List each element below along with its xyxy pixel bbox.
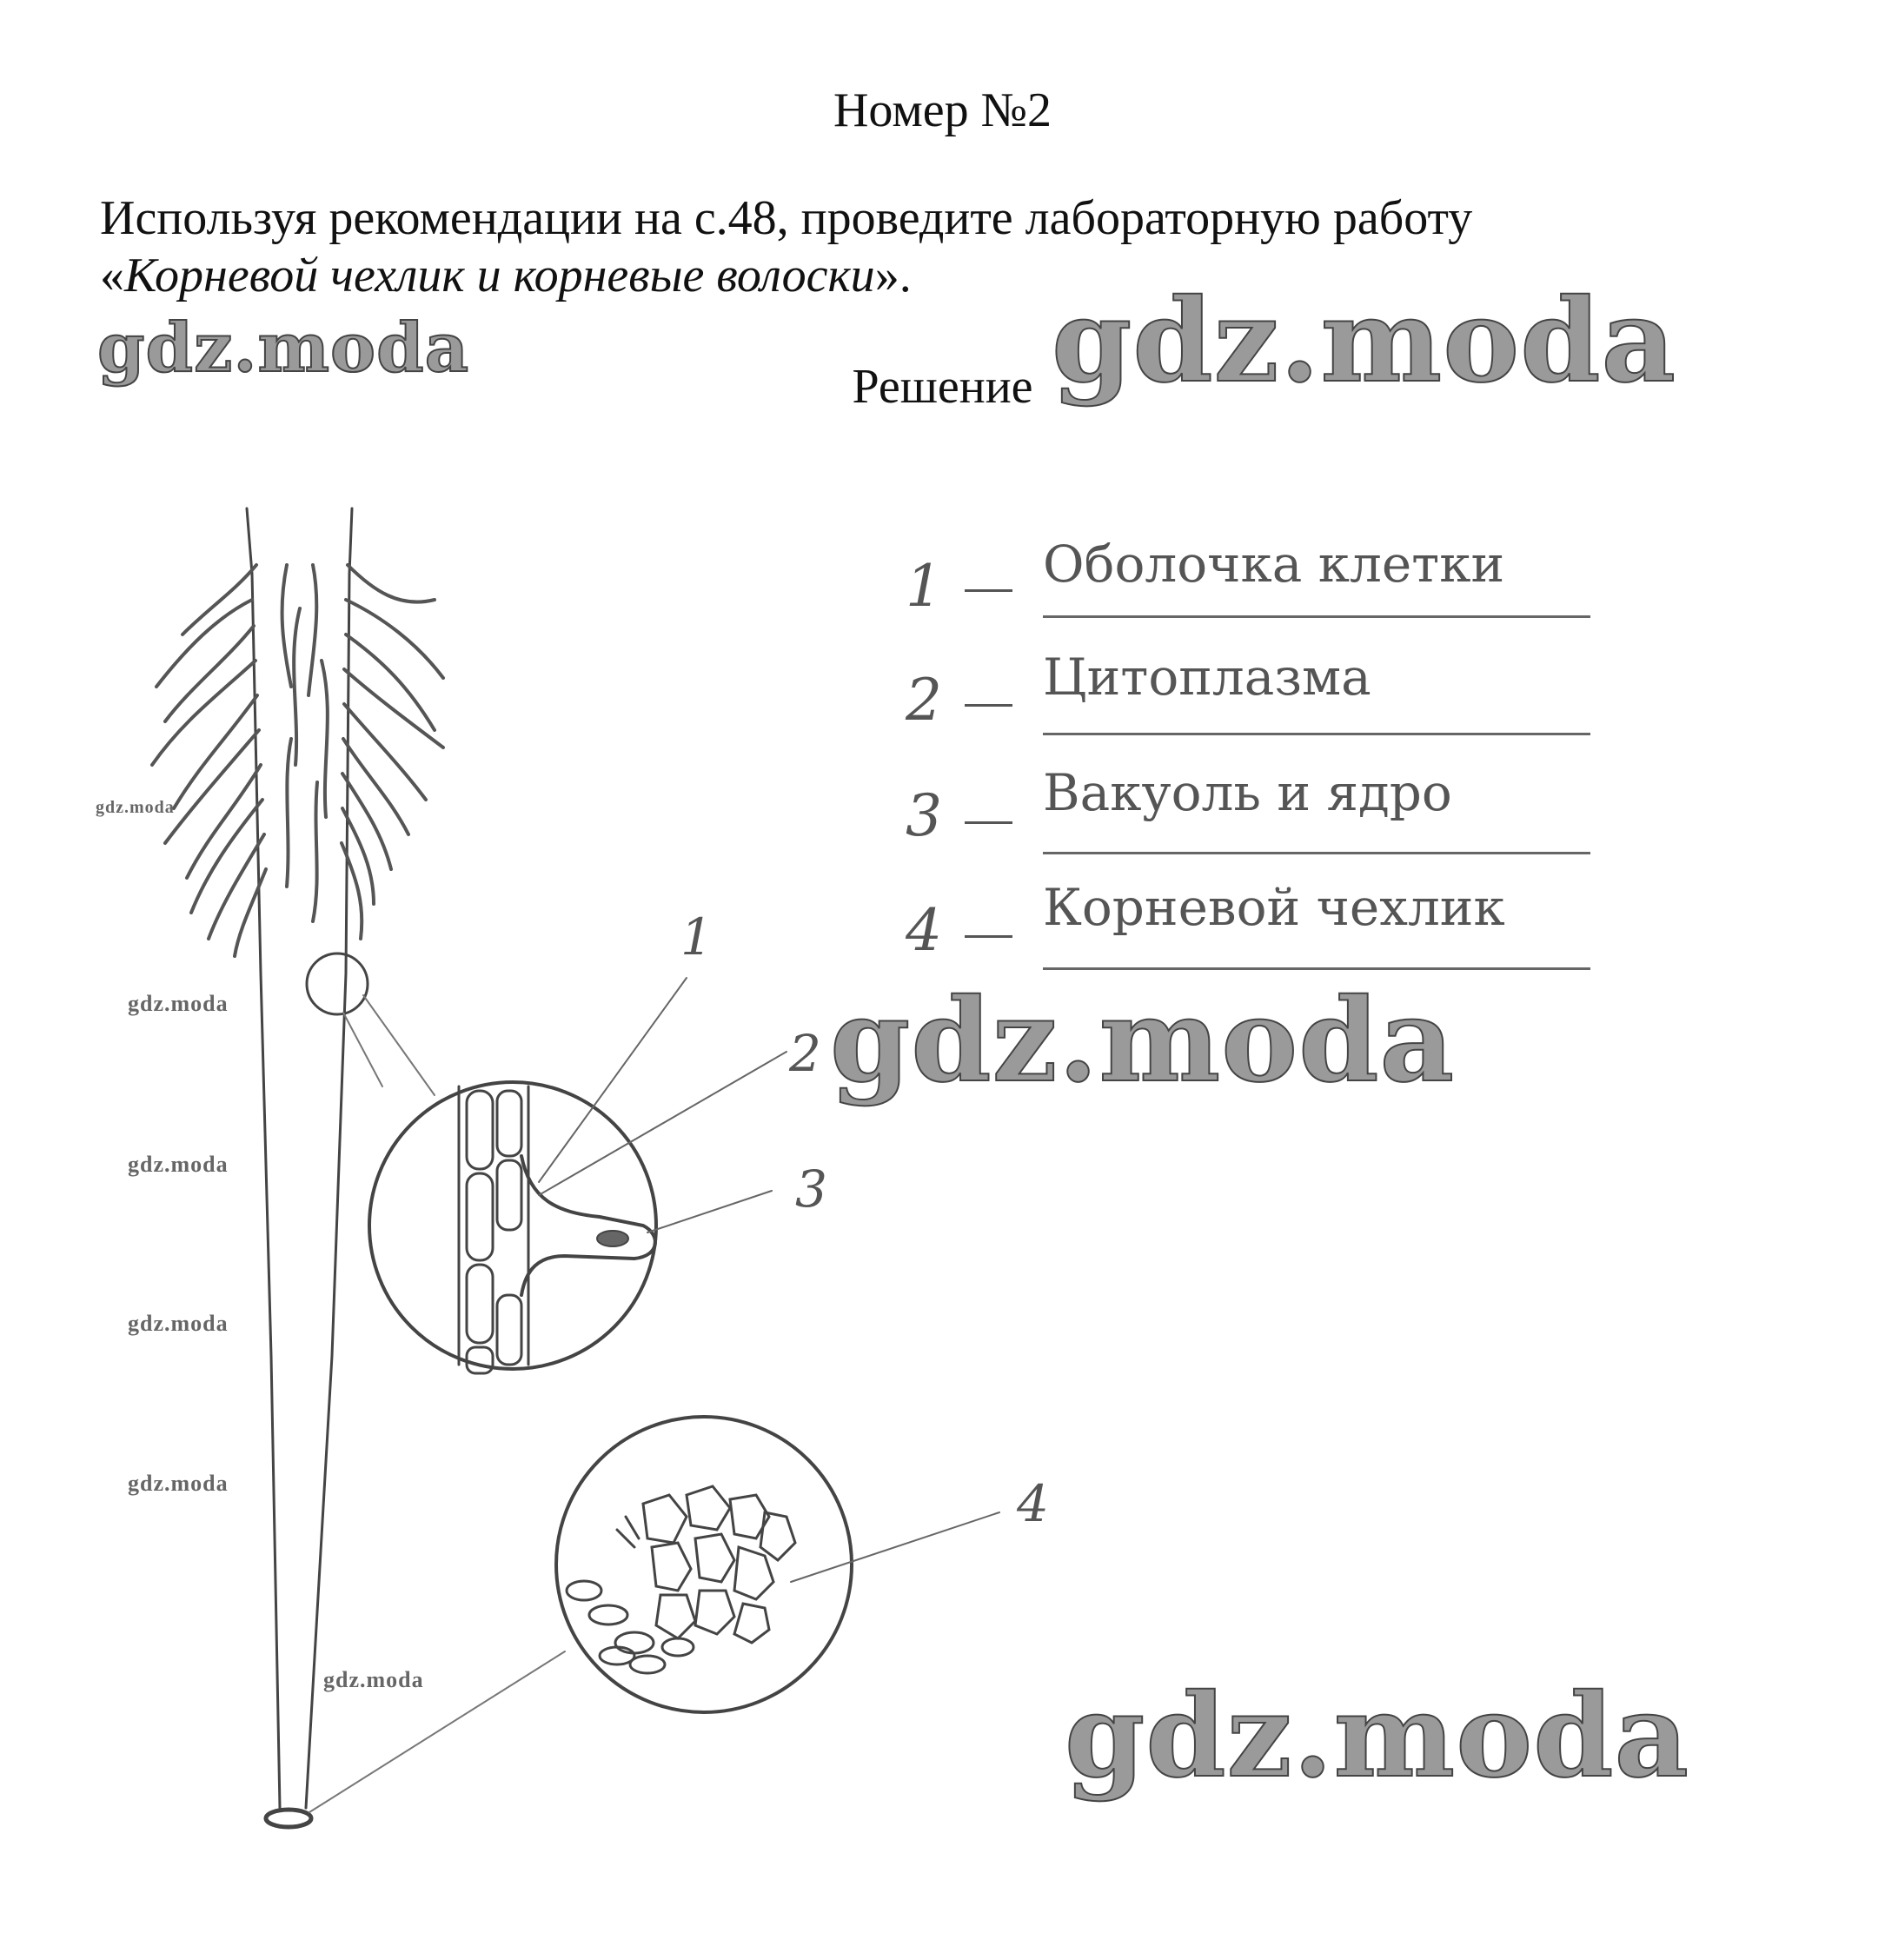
watermark: gdz.moda [128, 1311, 229, 1336]
legend-underline [1043, 733, 1590, 735]
legend-number-2: 2 [906, 667, 942, 734]
watermark: gdz.moda [128, 991, 229, 1016]
callout-2: 2 [788, 1024, 821, 1083]
task-line-1: Используя рекомендации на с.48, проведит… [100, 191, 1473, 245]
watermark: gdz.moda [323, 1667, 424, 1692]
legend-underline [1043, 967, 1590, 970]
connector-line [309, 1651, 566, 1813]
nucleus [596, 1230, 629, 1247]
close-quote: ». [874, 249, 912, 302]
callout-leader-2 [538, 1051, 787, 1196]
legend-number-3: 3 [906, 782, 942, 849]
connector-line [278, 1638, 574, 1804]
task-line-2: «Корневой чехлик и корневые волоски». [100, 247, 1472, 304]
cell-column [457, 1085, 530, 1375]
connector-line [342, 1012, 383, 1087]
root-left-edge [245, 507, 282, 1810]
solution-label: Решение [852, 360, 1033, 414]
zoom-marker-hairs [305, 952, 369, 1016]
callout-4: 4 [1016, 1474, 1049, 1533]
legend-dash [965, 704, 1012, 707]
watermark: gdz.moda [128, 1471, 229, 1496]
root-right-edge [304, 507, 354, 1810]
watermark: gdz.moda [1064, 1668, 1690, 1804]
legend-text-2: Цитоплазма [1043, 648, 1371, 707]
open-quote: « [100, 249, 124, 302]
watermark: gdz.moda [128, 1152, 229, 1177]
watermark: gdz.moda [1051, 273, 1677, 409]
callout-1: 1 [680, 907, 713, 967]
callout-leader-1 [538, 977, 687, 1183]
callout-3: 3 [795, 1159, 827, 1219]
watermark: gdz.moda [96, 308, 470, 389]
legend-text-1: Оболочка клетки [1043, 535, 1505, 594]
legend-number-4: 4 [906, 897, 942, 964]
lab-title: Корневой чехлик и корневые волоски [124, 249, 875, 302]
magnified-root-cap-circle [554, 1415, 853, 1714]
root-hair-cell [520, 1154, 657, 1297]
legend-number-1: 1 [906, 553, 942, 620]
connector-line [362, 994, 435, 1096]
task-text: Используя рекомендации на с.48, проведит… [100, 189, 1472, 304]
root-cap-cells [565, 1485, 797, 1675]
legend-underline [1043, 852, 1590, 854]
page-title: Номер №2 [833, 83, 1052, 137]
legend-text-3: Вакуоль и ядро [1043, 763, 1452, 822]
legend-dash [965, 589, 1012, 592]
legend-underline [1043, 615, 1590, 618]
legend-text-4: Корневой чехлик [1043, 878, 1505, 937]
root-hairs [150, 563, 445, 958]
magnified-root-hair-circle [368, 1080, 658, 1371]
legend-dash [965, 821, 1012, 824]
callout-leader-3 [647, 1190, 773, 1233]
watermark: gdz.moda [829, 973, 1456, 1109]
root-tip [263, 1807, 314, 1830]
legend-dash [965, 935, 1012, 938]
watermark: gdz.moda [96, 798, 175, 817]
callout-leader-4 [790, 1512, 1000, 1583]
